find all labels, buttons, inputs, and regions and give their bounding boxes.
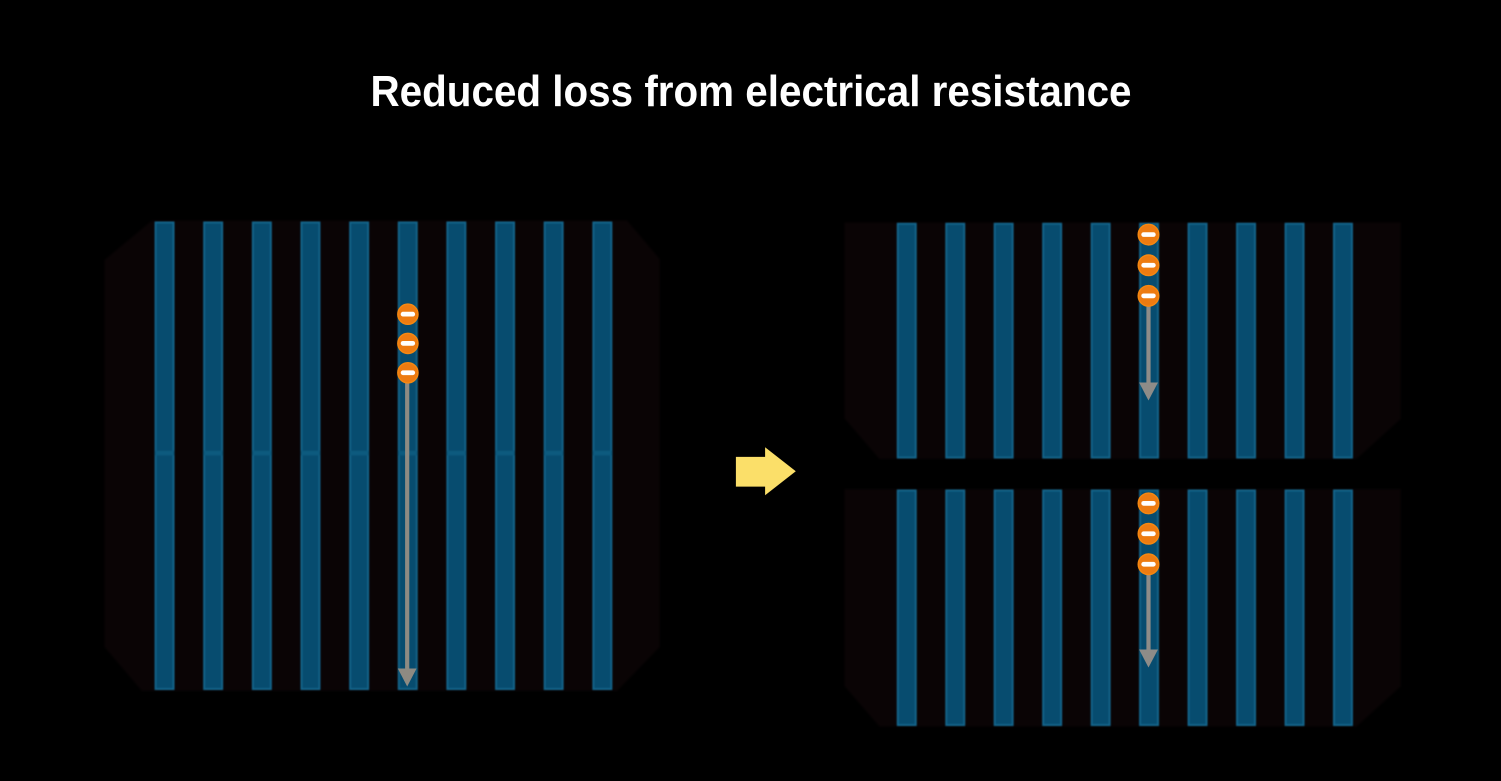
svg-text:Reduced loss from electrical r: Reduced loss from electrical resistance [371, 67, 1132, 116]
